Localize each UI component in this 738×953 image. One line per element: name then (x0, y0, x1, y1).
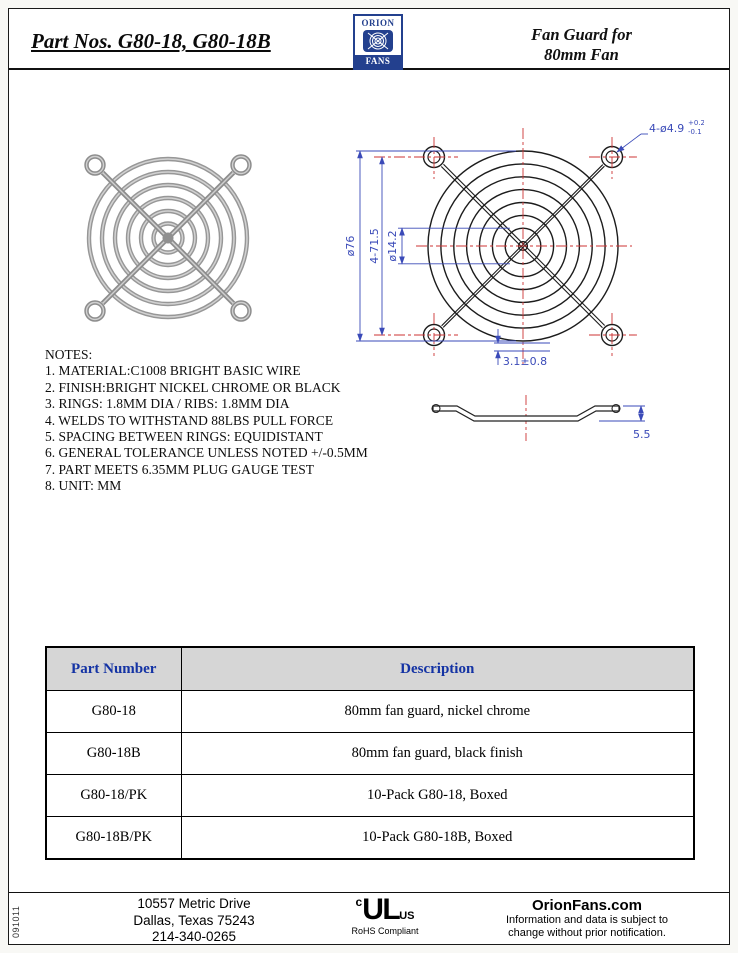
address-line-1: 10557 Metric Drive (137, 896, 251, 911)
parts-table: Part Number Description G80-18 80mm fan … (45, 646, 695, 860)
notice-line-2: change without prior notification. (508, 927, 666, 939)
fan-guard-dimension-drawing: ø76 4-71.5 ø14.2 4-ø4.9 +0.2 -0.1 3.1±0.… (344, 119, 704, 368)
website: OrionFans.com (531, 897, 643, 914)
dim-profile-height: 5.5 (633, 428, 651, 441)
note-item: 1. MATERIAL:C1008 BRIGHT BASIC WIRE (45, 363, 301, 379)
ul-logo-text: UL (362, 893, 401, 926)
page-border-frame: Part Nos. G80-18, G80-18B ORION FANS (8, 8, 730, 945)
fan-guard-photo-drawing (84, 154, 252, 322)
rohs-compliant-label: RoHS Compliant (351, 926, 419, 936)
subtitle-line-2: 80mm Fan (544, 45, 619, 64)
dim-outer-diameter: ø76 (344, 236, 357, 257)
note-item: 2. FINISH:BRIGHT NICKEL CHROME OR BLACK (45, 379, 341, 395)
dim-hub-diameter: ø14.2 (386, 230, 399, 261)
part-number-cell: G80-18B (45, 732, 182, 775)
dim-wire-offset: 3.1±0.8 (503, 355, 547, 368)
table-row: G80-18 80mm fan guard, nickel chrome (45, 690, 695, 733)
note-item: 6. GENERAL TOLERANCE UNLESS NOTED +/-0.5… (45, 445, 368, 461)
dim-mounting-span: 4-71.5 (368, 228, 381, 263)
logo-fans-text: FANS (355, 55, 401, 68)
orion-fans-logo: ORION FANS (353, 14, 403, 70)
note-item: 3. RINGS: 1.8MM DIA / RIBS: 1.8MM DIA (45, 396, 290, 412)
notice-line-1: Information and data is subject to (505, 914, 669, 926)
dim-corner-holes-tol-upper: +0.2 (688, 119, 704, 127)
address-line-2: Dallas, Texas 75243 (133, 912, 255, 928)
center-lines (374, 128, 637, 364)
footer-notice: OrionFans.com Information and data is su… (467, 897, 707, 940)
note-item: 5. SPACING BETWEEN RINGS: EQUIDISTANT (45, 429, 323, 445)
notes-heading: NOTES: (45, 347, 93, 362)
notes-section: NOTES: 1. MATERIAL:C1008 BRIGHT BASIC WI… (45, 347, 368, 495)
footer-divider (9, 892, 729, 893)
footer-address: 10557 Metric Drive Dallas, Texas 75243 2… (79, 896, 309, 946)
note-item: 8. UNIT: MM (45, 478, 122, 494)
phone-number: 214-340-0265 (151, 929, 237, 944)
description-cell: 80mm fan guard, black finish (180, 732, 695, 775)
ul-certification-mark: c UL US RoHS Compliant (337, 893, 433, 937)
subtitle-line-1: Fan Guard for (531, 25, 632, 44)
guard-ribs (432, 155, 614, 337)
col-header-part-number: Part Number (45, 646, 182, 691)
part-number-cell: G80-18B/PK (45, 816, 182, 860)
dimension-lines (356, 133, 648, 365)
table-row: G80-18B/PK 10-Pack G80-18B, Boxed (45, 816, 695, 860)
table-row: G80-18B 80mm fan guard, black finish (45, 732, 695, 775)
col-header-description: Description (180, 646, 695, 691)
description-cell: 10-Pack G80-18, Boxed (180, 774, 695, 817)
note-item: 7. PART MEETS 6.35MM PLUG GAUGE TEST (45, 461, 314, 477)
fan-guard-side-profile: 5.5 (431, 395, 651, 441)
part-number-cell: G80-18 (45, 690, 182, 733)
table-header-row: Part Number Description (45, 646, 695, 691)
description-cell: 10-Pack G80-18B, Boxed (180, 816, 695, 860)
note-item: 4. WELDS TO WITHSTAND 88LBS PULL FORCE (45, 412, 334, 428)
dim-corner-holes-tol-lower: -0.1 (688, 128, 702, 136)
part-number-cell: G80-18/PK (45, 774, 182, 817)
description-cell: 80mm fan guard, nickel chrome (180, 690, 695, 733)
fan-guard-logo-icon (363, 30, 393, 52)
side-dimension-lines (599, 405, 645, 422)
document-number: 091011 (11, 905, 21, 938)
logo-orion-text: ORION (361, 18, 395, 28)
table-row: G80-18/PK 10-Pack G80-18, Boxed (45, 774, 695, 817)
dim-corner-holes: 4-ø4.9 (649, 122, 684, 135)
ul-us-text: US (399, 910, 415, 922)
page-title: Part Nos. G80-18, G80-18B (31, 29, 271, 53)
mounting-eyelets (84, 154, 252, 322)
ul-c-text: c (355, 895, 363, 909)
product-subtitle: Fan Guard for 80mm Fan (474, 25, 689, 65)
